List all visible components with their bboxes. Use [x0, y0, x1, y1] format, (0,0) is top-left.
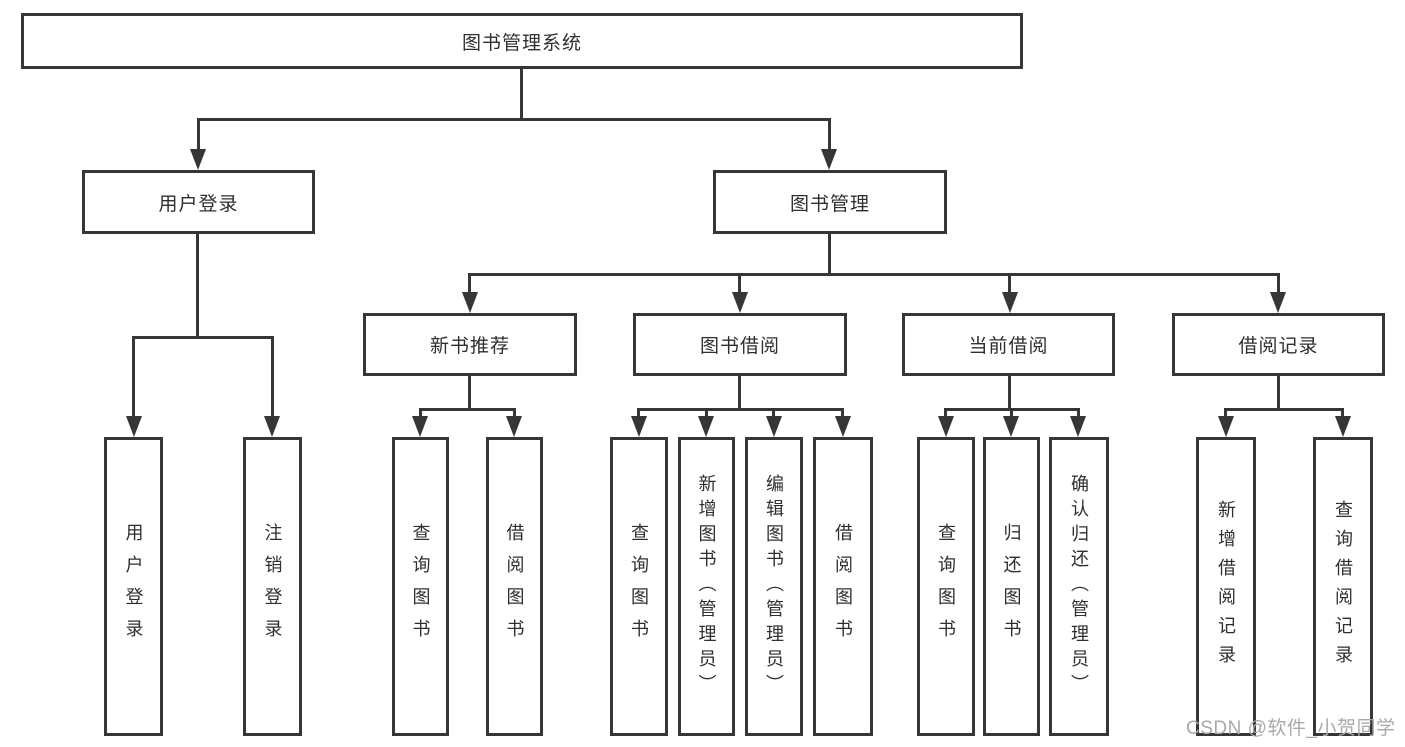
arrow-down-icon [766, 416, 782, 437]
node-return-books: 归还图书 [983, 437, 1040, 736]
node-new-book-recommend: 新书推荐 [363, 313, 577, 376]
node-library-management-system: 图书管理系统 [21, 13, 1023, 69]
node-label: 查询借阅记录 [1333, 499, 1353, 674]
connector [828, 234, 831, 275]
node-label: 图书管理系统 [461, 32, 582, 54]
node-query-borrow-record: 查询借阅记录 [1313, 437, 1373, 736]
arrow-down-icon [1070, 416, 1086, 437]
connector [1010, 408, 1013, 418]
connector [738, 273, 741, 293]
arrow-down-icon [698, 416, 714, 437]
node-label: 图书管理 [789, 193, 870, 215]
arrow-down-icon [732, 292, 748, 313]
node-query-books-rec: 查询图书 [392, 437, 449, 736]
connector [132, 336, 274, 339]
connector [1008, 273, 1011, 293]
node-label: 注销登录 [262, 522, 283, 651]
arrow-down-icon [462, 292, 478, 313]
connector [1341, 408, 1344, 418]
arrow-down-icon [126, 416, 142, 437]
node-add-books-admin: 新增图书（管理员） [678, 437, 735, 736]
node-label: 借阅图书 [504, 522, 525, 651]
connector [132, 336, 135, 417]
connector [419, 408, 422, 418]
connector [738, 376, 741, 410]
connector [944, 408, 947, 418]
arrow-down-icon [1270, 292, 1286, 313]
connector [419, 408, 516, 411]
connector [828, 118, 831, 152]
connector [637, 408, 844, 411]
node-borrowing-records: 借阅记录 [1172, 313, 1385, 376]
arrow-down-icon [821, 149, 837, 170]
node-logout: 注销登录 [243, 437, 302, 736]
connector [1277, 273, 1280, 293]
node-label: 查询图书 [629, 522, 649, 651]
connector [197, 118, 200, 152]
node-edit-books-admin: 编辑图书（管理员） [745, 437, 803, 736]
connector [841, 408, 844, 418]
node-label: 归还图书 [1001, 522, 1022, 651]
node-confirm-return-admin: 确认归还（管理员） [1049, 437, 1109, 736]
node-label: 新书推荐 [429, 336, 510, 357]
arrow-down-icon [1335, 416, 1351, 437]
connector [705, 408, 708, 418]
node-borrow-books-rec: 借阅图书 [486, 437, 543, 736]
connector [520, 68, 523, 118]
arrow-down-icon [1003, 416, 1019, 437]
node-label: 编辑图书（管理员） [764, 474, 784, 699]
connector [468, 273, 1280, 276]
node-label: 借阅图书 [833, 522, 853, 651]
node-label: 查询图书 [410, 522, 431, 651]
node-label: 新增借阅记录 [1216, 499, 1236, 674]
node-add-borrow-record: 新增借阅记录 [1196, 437, 1256, 736]
node-book-borrowing: 图书借阅 [633, 313, 847, 376]
node-current-borrowing: 当前借阅 [902, 313, 1115, 376]
node-label: 新增图书（管理员） [696, 474, 717, 699]
arrow-down-icon [506, 416, 522, 437]
connector [513, 408, 516, 418]
arrow-down-icon [412, 416, 428, 437]
node-query-books-borrow: 查询图书 [610, 437, 668, 736]
connector [468, 376, 471, 410]
csdn-watermark: CSDN @软件_小贺同学 [1186, 718, 1396, 739]
arrow-down-icon [835, 416, 851, 437]
arrow-down-icon [1218, 416, 1234, 437]
node-borrow-books: 借阅图书 [813, 437, 873, 736]
arrow-down-icon [1002, 292, 1018, 313]
arrow-down-icon [264, 416, 280, 437]
node-book-management-branch: 图书管理 [713, 170, 947, 234]
connector [197, 118, 831, 121]
node-label: 用户登录 [158, 193, 239, 215]
connector [772, 408, 775, 418]
arrow-down-icon [938, 416, 954, 437]
connector [196, 234, 199, 338]
node-user-login-branch: 用户登录 [82, 170, 315, 234]
connector [468, 273, 471, 293]
node-label: 用户登录 [123, 522, 144, 651]
node-label: 查询图书 [936, 522, 956, 651]
arrow-down-icon [631, 416, 647, 437]
node-user-login: 用户登录 [104, 437, 163, 736]
connector [271, 336, 274, 417]
connector [1224, 408, 1227, 418]
connector [1224, 408, 1343, 411]
arrow-down-icon [190, 149, 206, 170]
connector [1277, 376, 1280, 410]
node-query-books-current: 查询图书 [917, 437, 975, 736]
connector [637, 408, 640, 418]
node-label: 当前借阅 [968, 336, 1049, 357]
node-label: 图书借阅 [699, 336, 780, 357]
node-label: 借阅记录 [1238, 336, 1319, 357]
connector [1008, 376, 1011, 410]
node-label: 确认归还（管理员） [1069, 474, 1089, 699]
connector [1077, 408, 1080, 418]
